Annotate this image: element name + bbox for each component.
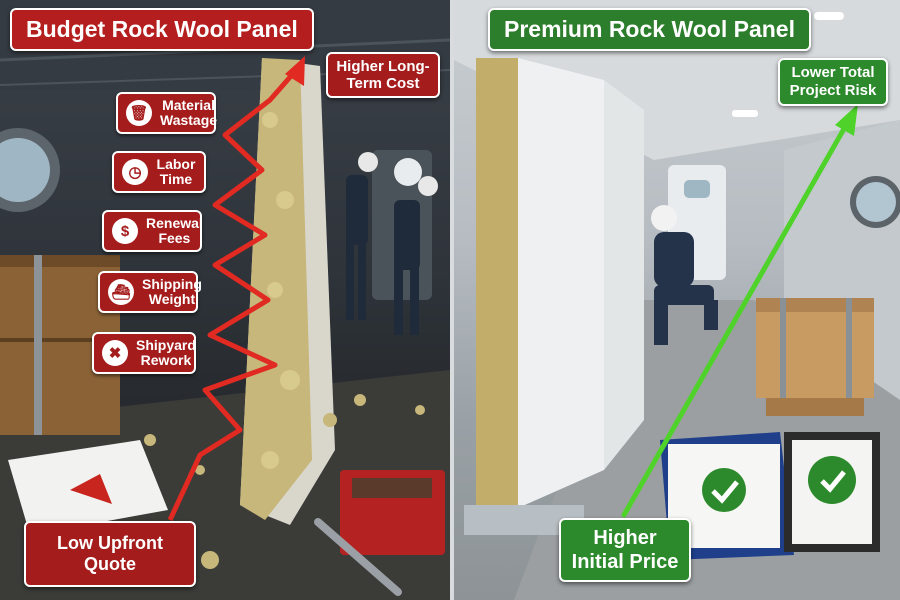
cost-item-label: Renewal Fees bbox=[146, 215, 203, 246]
cost-item-renewal-fees: $ Renewal Fees bbox=[102, 210, 203, 252]
panel-divider bbox=[450, 0, 454, 600]
tools-icon: ✖ bbox=[102, 340, 128, 366]
cost-item-label: Material Wastage bbox=[160, 97, 218, 128]
clock-icon: ◷ bbox=[122, 159, 148, 185]
lower-total-project-risk-callout: Lower Total Project Risk bbox=[778, 58, 888, 106]
cost-item-label: Labor Time bbox=[156, 156, 196, 187]
cost-item-material-wastage: 🗑 Material Wastage bbox=[116, 92, 218, 134]
cost-item-shipping-weight: ⛴ Shipping Weight bbox=[98, 271, 202, 313]
budget-panel-title: Budget Rock Wool Panel bbox=[10, 8, 314, 51]
cost-item-label: Shipping Weight bbox=[142, 276, 202, 307]
higher-initial-price-callout: Higher Initial Price bbox=[559, 518, 691, 582]
trash-icon: 🗑 bbox=[126, 100, 152, 126]
cost-item-shipyard-rework: ✖ Shipyard Rework bbox=[92, 332, 196, 374]
premium-panel-title: Premium Rock Wool Panel bbox=[488, 8, 811, 51]
ship-icon: ⛴ bbox=[108, 279, 134, 305]
low-upfront-quote-callout: Low Upfront Quote bbox=[24, 521, 196, 587]
cost-item-label: Shipyard Rework bbox=[136, 337, 196, 368]
invoice-icon: $ bbox=[112, 218, 138, 244]
cost-item-labor-time: ◷ Labor Time bbox=[112, 151, 206, 193]
higher-long-term-cost-callout: Higher Long-Term Cost bbox=[326, 52, 440, 98]
